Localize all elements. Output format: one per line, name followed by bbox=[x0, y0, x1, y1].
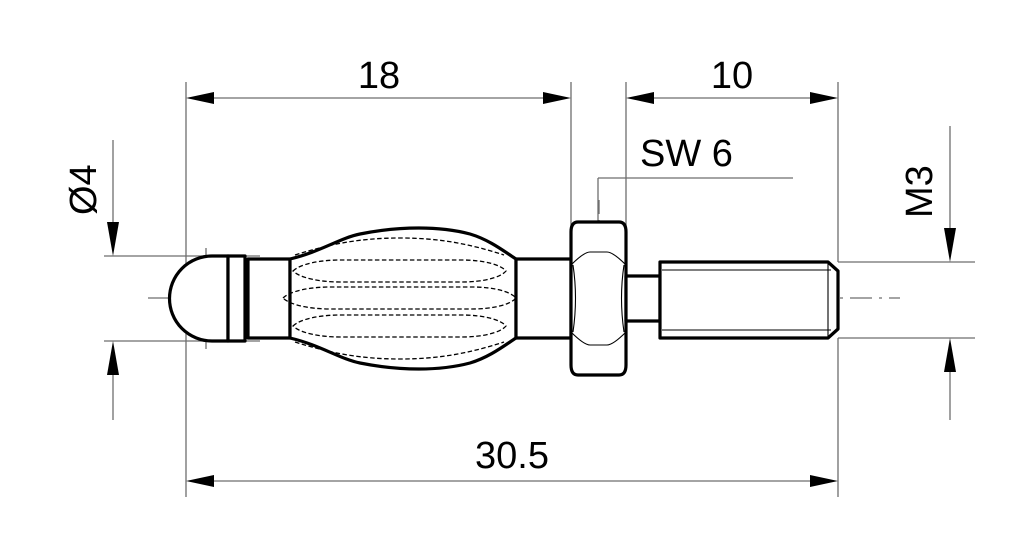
dimension-18-label: 18 bbox=[358, 55, 400, 97]
dia4-label: Ø4 bbox=[63, 164, 105, 215]
hex-chamfer-top bbox=[570, 251, 627, 266]
dimension-18: 18 bbox=[186, 55, 571, 104]
dia4-arrow-top bbox=[107, 222, 119, 256]
part-collar-ring bbox=[226, 254, 247, 343]
dimension-10-arrow-right bbox=[810, 92, 838, 104]
dimension-10-arrow-left bbox=[626, 92, 654, 104]
hex-flat-right bbox=[620, 264, 625, 333]
total-length-label: 30.5 bbox=[475, 435, 549, 477]
part-hex-nut bbox=[569, 220, 628, 377]
part-grip-flutes bbox=[282, 237, 517, 360]
m3-arrow-top bbox=[944, 228, 956, 262]
part-threaded-shaft bbox=[658, 260, 840, 340]
total-length-arrow-left bbox=[186, 475, 214, 487]
flute-groove-4 bbox=[292, 314, 507, 338]
dimension-18-arrow-right bbox=[543, 92, 571, 104]
total-length-arrow-right bbox=[810, 475, 838, 487]
part-shoulder-cylinder bbox=[514, 257, 573, 340]
dimension-thread-m3: M3 bbox=[838, 126, 975, 420]
flute-groove-5 bbox=[294, 341, 505, 360]
dimension-18-arrow-left bbox=[186, 92, 214, 104]
part-thread-root-lines bbox=[662, 262, 831, 338]
dimension-diameter-4: Ø4 bbox=[63, 140, 260, 420]
part-dome-tip bbox=[167, 254, 230, 343]
dimension-10-label: 10 bbox=[711, 55, 753, 97]
part-barrel-front bbox=[246, 257, 292, 340]
flute-groove-2 bbox=[292, 259, 507, 283]
part-hex-chamfer-lines bbox=[570, 251, 627, 346]
m3-label: M3 bbox=[899, 165, 941, 218]
dimension-total-length: 30.5 bbox=[186, 435, 838, 487]
dimension-10: 10 bbox=[626, 55, 838, 104]
sw6-label: SW 6 bbox=[640, 133, 733, 175]
hex-flat-left bbox=[572, 264, 577, 333]
dia4-arrow-bottom bbox=[107, 341, 119, 375]
flute-groove-1 bbox=[294, 237, 505, 256]
hex-chamfer-bottom bbox=[570, 331, 627, 346]
callout-sw6: SW 6 bbox=[597, 133, 793, 228]
m3-arrow-bottom bbox=[944, 338, 956, 372]
part-neck bbox=[624, 274, 662, 323]
